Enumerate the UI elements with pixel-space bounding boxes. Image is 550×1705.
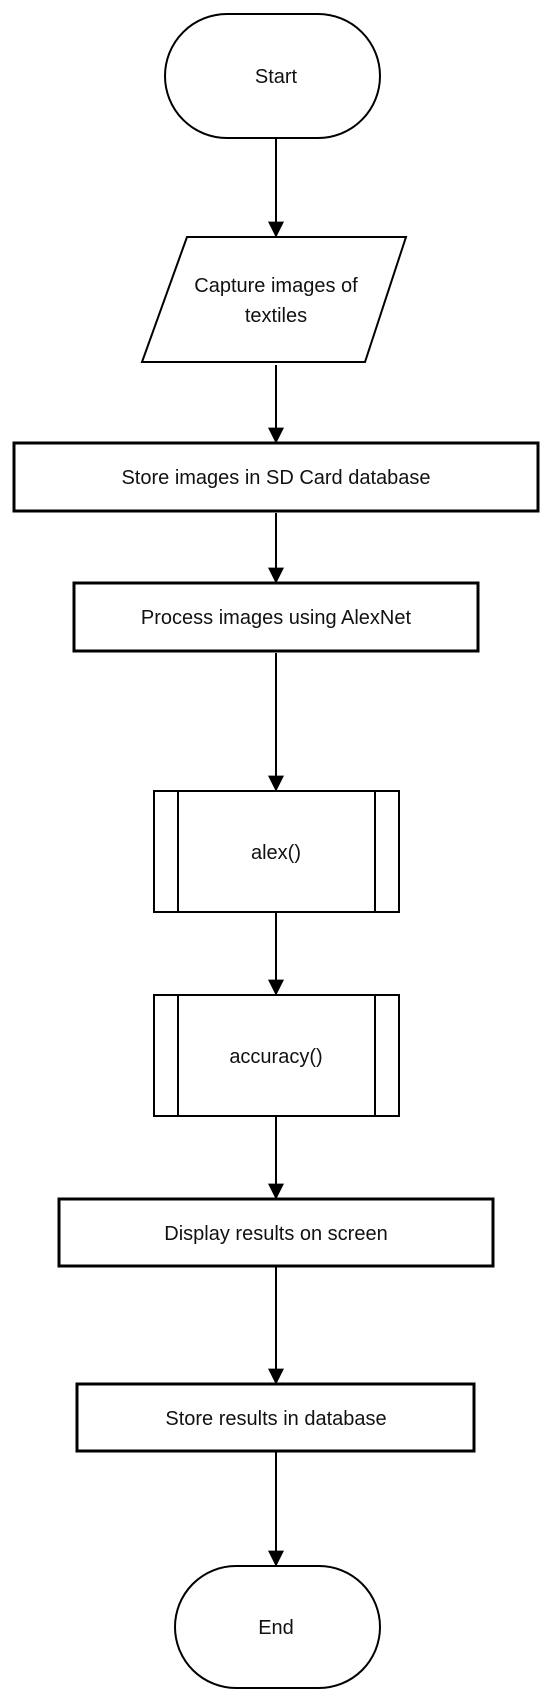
- process-alexnet-label: Process images using AlexNet: [141, 607, 412, 629]
- store-images-label: Store images in SD Card database: [121, 467, 430, 489]
- alex-label: alex(): [251, 842, 301, 864]
- store-results-label: Store results in database: [165, 1408, 386, 1430]
- accuracy-label: accuracy(): [229, 1046, 322, 1068]
- capture-label-line2: textiles: [245, 305, 307, 327]
- store-images-process-node: Store images in SD Card database: [12, 441, 540, 513]
- end-terminator: End: [174, 1565, 381, 1689]
- accuracy-subprocess-node: accuracy(): [153, 994, 400, 1117]
- display-results-node: Display results on screen: [57, 1197, 495, 1268]
- start-label: Start: [255, 66, 298, 88]
- process-alexnet-node: Process images using AlexNet: [72, 581, 480, 653]
- alex-subprocess-node: alex(): [153, 790, 400, 913]
- capture-input-node: Capture images of textiles: [140, 236, 408, 363]
- capture-label-line1: Capture images of: [194, 275, 358, 297]
- start-terminator: Start: [164, 13, 381, 139]
- display-results-label: Display results on screen: [164, 1223, 387, 1245]
- end-label: End: [258, 1617, 294, 1639]
- store-results-node: Store results in database: [75, 1382, 476, 1453]
